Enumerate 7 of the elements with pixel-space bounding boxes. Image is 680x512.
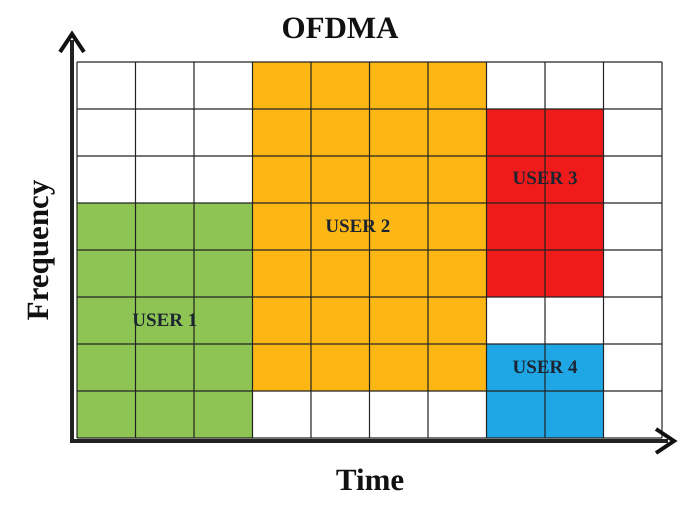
allocation-block [486,344,604,438]
allocation-block [77,203,252,438]
chart-title: OFDMA [281,10,399,45]
allocation-block [252,62,486,391]
axis-title: Time [336,462,404,498]
allocation-block [486,109,604,297]
axis-title: Frequency [20,180,56,320]
